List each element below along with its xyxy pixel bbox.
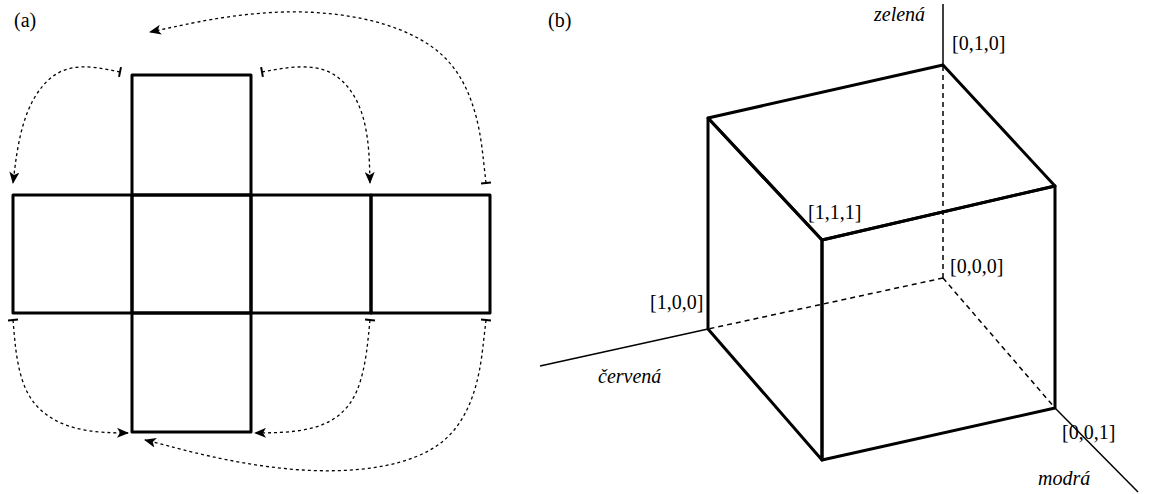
arrow-tail — [8, 319, 18, 322]
face-outline — [371, 195, 490, 313]
color-face — [371, 195, 490, 313]
face-outline — [132, 195, 251, 313]
axis-name: červená — [598, 366, 661, 386]
axis-name: zelená — [874, 4, 925, 24]
edge-match-arrow — [262, 67, 370, 183]
color-face — [708, 65, 1057, 240]
edge-match-arrow — [13, 320, 128, 433]
color-face — [708, 118, 822, 451]
edge-match-arrow — [145, 320, 486, 471]
axis-name: modrá — [1038, 468, 1090, 488]
cube-net — [8, 12, 491, 471]
color-face — [132, 313, 251, 432]
edge-match-arrow — [13, 67, 120, 183]
hidden-edge — [942, 65, 944, 278]
corner-coordinate: [1,0,0] — [650, 292, 703, 312]
face-outline — [708, 65, 1055, 240]
axis-line — [540, 329, 708, 366]
arrow-tail — [481, 182, 491, 183]
hidden-edge — [943, 278, 1055, 408]
corner-coordinate: [1,1,1] — [808, 202, 861, 222]
arrow-tail — [365, 319, 375, 322]
color-face — [132, 75, 251, 195]
hidden-edge — [708, 278, 943, 329]
face-outline — [132, 313, 251, 432]
face-outline — [132, 75, 251, 195]
corner-coordinate: [0,0,1] — [1062, 422, 1115, 442]
color-face — [822, 186, 1055, 460]
face-outline — [251, 195, 371, 313]
face-outline — [822, 186, 1055, 460]
axis-line — [942, 4, 944, 65]
corner-coordinate: [0,0,0] — [950, 256, 1003, 276]
color-face — [13, 195, 132, 313]
face-outline — [13, 195, 132, 313]
corner-coordinate: [0,1,0] — [952, 33, 1005, 53]
edge-match-arrow — [150, 12, 486, 183]
arrow-tail — [119, 67, 121, 77]
arrow-tail — [481, 319, 491, 320]
panel-letter: (a) — [14, 10, 36, 30]
panel-letter: (b) — [548, 10, 571, 30]
color-face — [251, 195, 371, 313]
rgb-cube — [540, 4, 1138, 492]
edge-match-arrow — [255, 320, 370, 433]
arrow-tail — [261, 67, 263, 77]
face-outline — [708, 118, 822, 460]
color-face — [132, 195, 251, 313]
